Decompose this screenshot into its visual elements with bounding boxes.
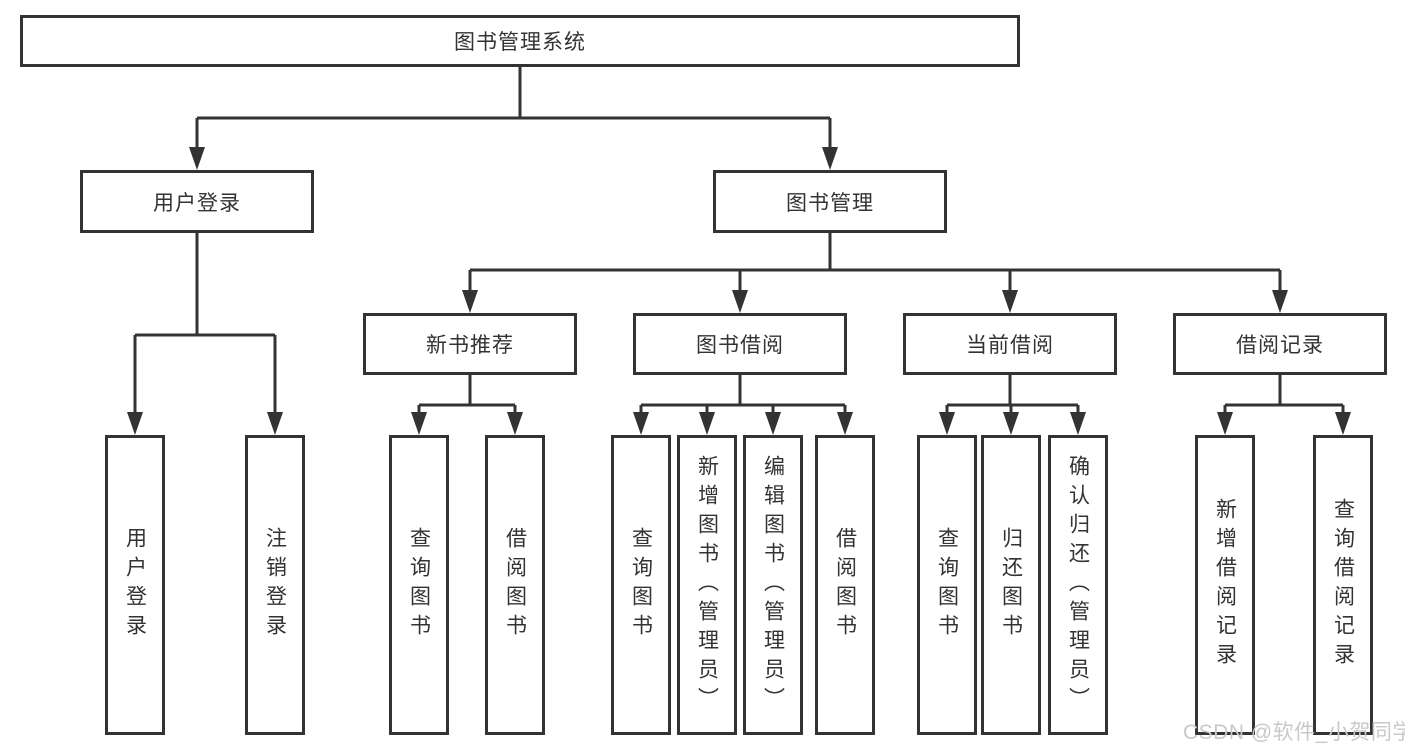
- leaf-label: 查询图书: [935, 527, 959, 643]
- leaf-label: 新增图书（管理员）: [695, 454, 719, 716]
- leaf-records-query-record: 查询借阅记录: [1313, 435, 1373, 735]
- leaf-label: 查询图书: [629, 527, 653, 643]
- leaf-newbook-query-books: 查询图书: [389, 435, 449, 735]
- connector-root-to-level2: [189, 67, 838, 170]
- node-root-system: 图书管理系统: [20, 15, 1020, 67]
- leaf-label: 查询借阅记录: [1331, 498, 1355, 672]
- csdn-watermark: CSDN @软件_小贺同学: [1183, 721, 1405, 744]
- node-new-book-recommend: 新书推荐: [363, 313, 577, 375]
- leaf-label: 借阅图书: [833, 527, 857, 643]
- leaf-borrow-query-books: 查询图书: [611, 435, 671, 735]
- node-user-login: 用户登录: [80, 170, 314, 233]
- leaf-current-query-books: 查询图书: [917, 435, 977, 735]
- node-borrowing-records: 借阅记录: [1173, 313, 1387, 375]
- node-book-management: 图书管理: [713, 170, 947, 233]
- leaf-current-return-books: 归还图书: [981, 435, 1041, 735]
- connector-newbook-to-leaves: [411, 375, 523, 435]
- leaf-label: 归还图书: [999, 527, 1023, 643]
- leaf-label: 用户登录: [123, 527, 147, 643]
- leaf-user-login: 用户登录: [105, 435, 165, 735]
- leaf-newbook-borrow-books: 借阅图书: [485, 435, 545, 735]
- connector-borrow-to-leaves: [633, 375, 853, 435]
- node-current-borrowing: 当前借阅: [903, 313, 1117, 375]
- leaf-label: 新增借阅记录: [1213, 498, 1237, 672]
- node-book-borrowing: 图书借阅: [633, 313, 847, 375]
- leaf-borrow-add-books-admin: 新增图书（管理员）: [677, 435, 737, 735]
- leaf-label: 查询图书: [407, 527, 431, 643]
- leaf-label: 借阅图书: [503, 527, 527, 643]
- connector-records-to-leaves: [1217, 375, 1351, 435]
- leaf-borrow-edit-books-admin: 编辑图书（管理员）: [743, 435, 803, 735]
- leaf-records-add-record: 新增借阅记录: [1195, 435, 1255, 735]
- connector-login-to-leaves: [127, 233, 283, 435]
- connector-current-to-leaves: [939, 375, 1086, 435]
- leaf-label: 注销登录: [263, 527, 287, 643]
- leaf-logout: 注销登录: [245, 435, 305, 735]
- connector-level2-to-level3: [462, 233, 1288, 313]
- leaf-current-confirm-return-admin: 确认归还（管理员）: [1048, 435, 1108, 735]
- leaf-borrow-borrow-books: 借阅图书: [815, 435, 875, 735]
- leaf-label: 编辑图书（管理员）: [761, 454, 785, 716]
- leaf-label: 确认归还（管理员）: [1066, 454, 1090, 716]
